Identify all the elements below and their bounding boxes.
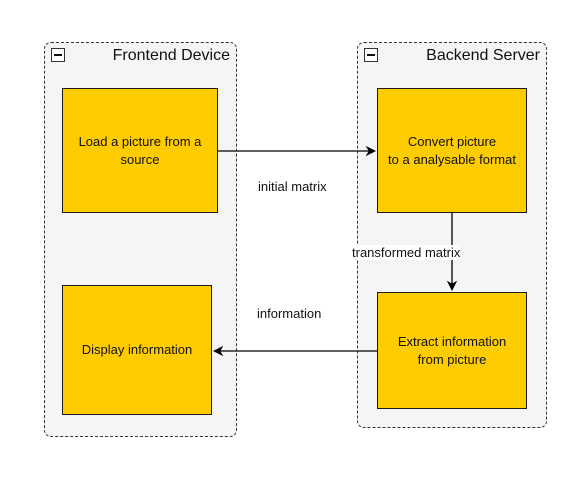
initial-matrix-label: initial matrix bbox=[258, 179, 327, 194]
convert-picture-node[interactable]: Convert picture to a analysable format bbox=[377, 88, 527, 213]
convert-picture-label: Convert picture to a analysable format bbox=[388, 133, 516, 167]
backend-pool-header: Backend Server bbox=[358, 43, 546, 73]
frontend-pool-title: Frontend Device bbox=[112, 47, 230, 64]
frontend-pool-header: Frontend Device bbox=[45, 43, 236, 73]
collapse-icon[interactable] bbox=[51, 48, 65, 62]
load-picture-label: Load a picture from a source bbox=[78, 133, 202, 167]
display-information-label: Display information bbox=[81, 342, 193, 357]
load-picture-node[interactable]: Load a picture from a source bbox=[62, 88, 218, 213]
extract-information-label: Extract information from picture bbox=[397, 333, 507, 367]
information-label: information bbox=[257, 306, 322, 321]
extract-information-node[interactable]: Extract information from picture bbox=[377, 292, 527, 409]
collapse-icon[interactable] bbox=[364, 48, 378, 62]
display-information-node[interactable]: Display information bbox=[62, 285, 212, 415]
backend-pool-title: Backend Server bbox=[426, 47, 540, 64]
transformed-matrix-label: transformed matrix bbox=[352, 245, 461, 260]
